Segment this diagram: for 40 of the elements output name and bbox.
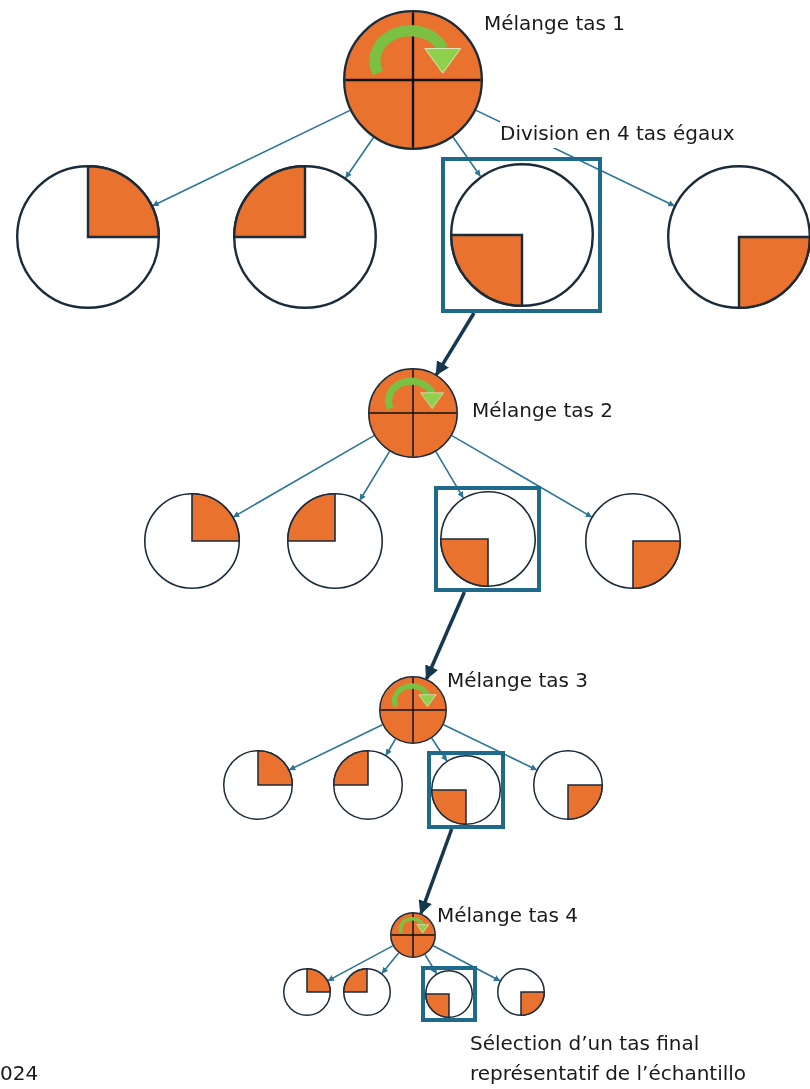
arrow [435, 450, 464, 499]
step-label: Mélange tas 4 [437, 902, 578, 929]
arrow [232, 434, 375, 518]
arrow [451, 434, 593, 518]
mixed-pile-circle [368, 368, 458, 458]
arrow [345, 136, 375, 179]
arrow [442, 724, 538, 771]
step-label: Division en 4 tas égaux [500, 118, 735, 148]
step-label: Mélange tas 3 [447, 667, 588, 694]
selection-frame [441, 157, 602, 313]
step-label: Mélange tas 1 [484, 10, 625, 37]
pile-circle [333, 750, 403, 820]
pile-circle [144, 493, 240, 589]
arrow [424, 953, 438, 975]
pile-circle [283, 968, 331, 1016]
pile-circle [585, 493, 681, 589]
arrow [381, 952, 400, 975]
arrow [359, 450, 391, 501]
step-label: Mélange tas 2 [472, 397, 613, 424]
arrow [425, 591, 466, 681]
mixed-pile-circle [390, 912, 436, 958]
arrow [288, 724, 384, 771]
arrow [434, 312, 476, 376]
arrow [327, 945, 394, 982]
arrow [432, 944, 501, 982]
pile-circle [16, 165, 160, 309]
mixed-pile-circle [343, 10, 483, 150]
pile-circle [449, 163, 594, 307]
pile-circle [287, 493, 383, 589]
arrow [152, 109, 351, 207]
mixed-pile-circle [379, 676, 447, 744]
pile-circle [497, 968, 545, 1016]
arrow [385, 738, 397, 756]
arrow [431, 737, 448, 762]
pile-circle [533, 750, 603, 820]
pile-circle [223, 750, 293, 820]
pile-circle [233, 165, 377, 309]
arrow [418, 828, 454, 915]
pile-circle [343, 968, 391, 1016]
arrow [452, 136, 481, 177]
